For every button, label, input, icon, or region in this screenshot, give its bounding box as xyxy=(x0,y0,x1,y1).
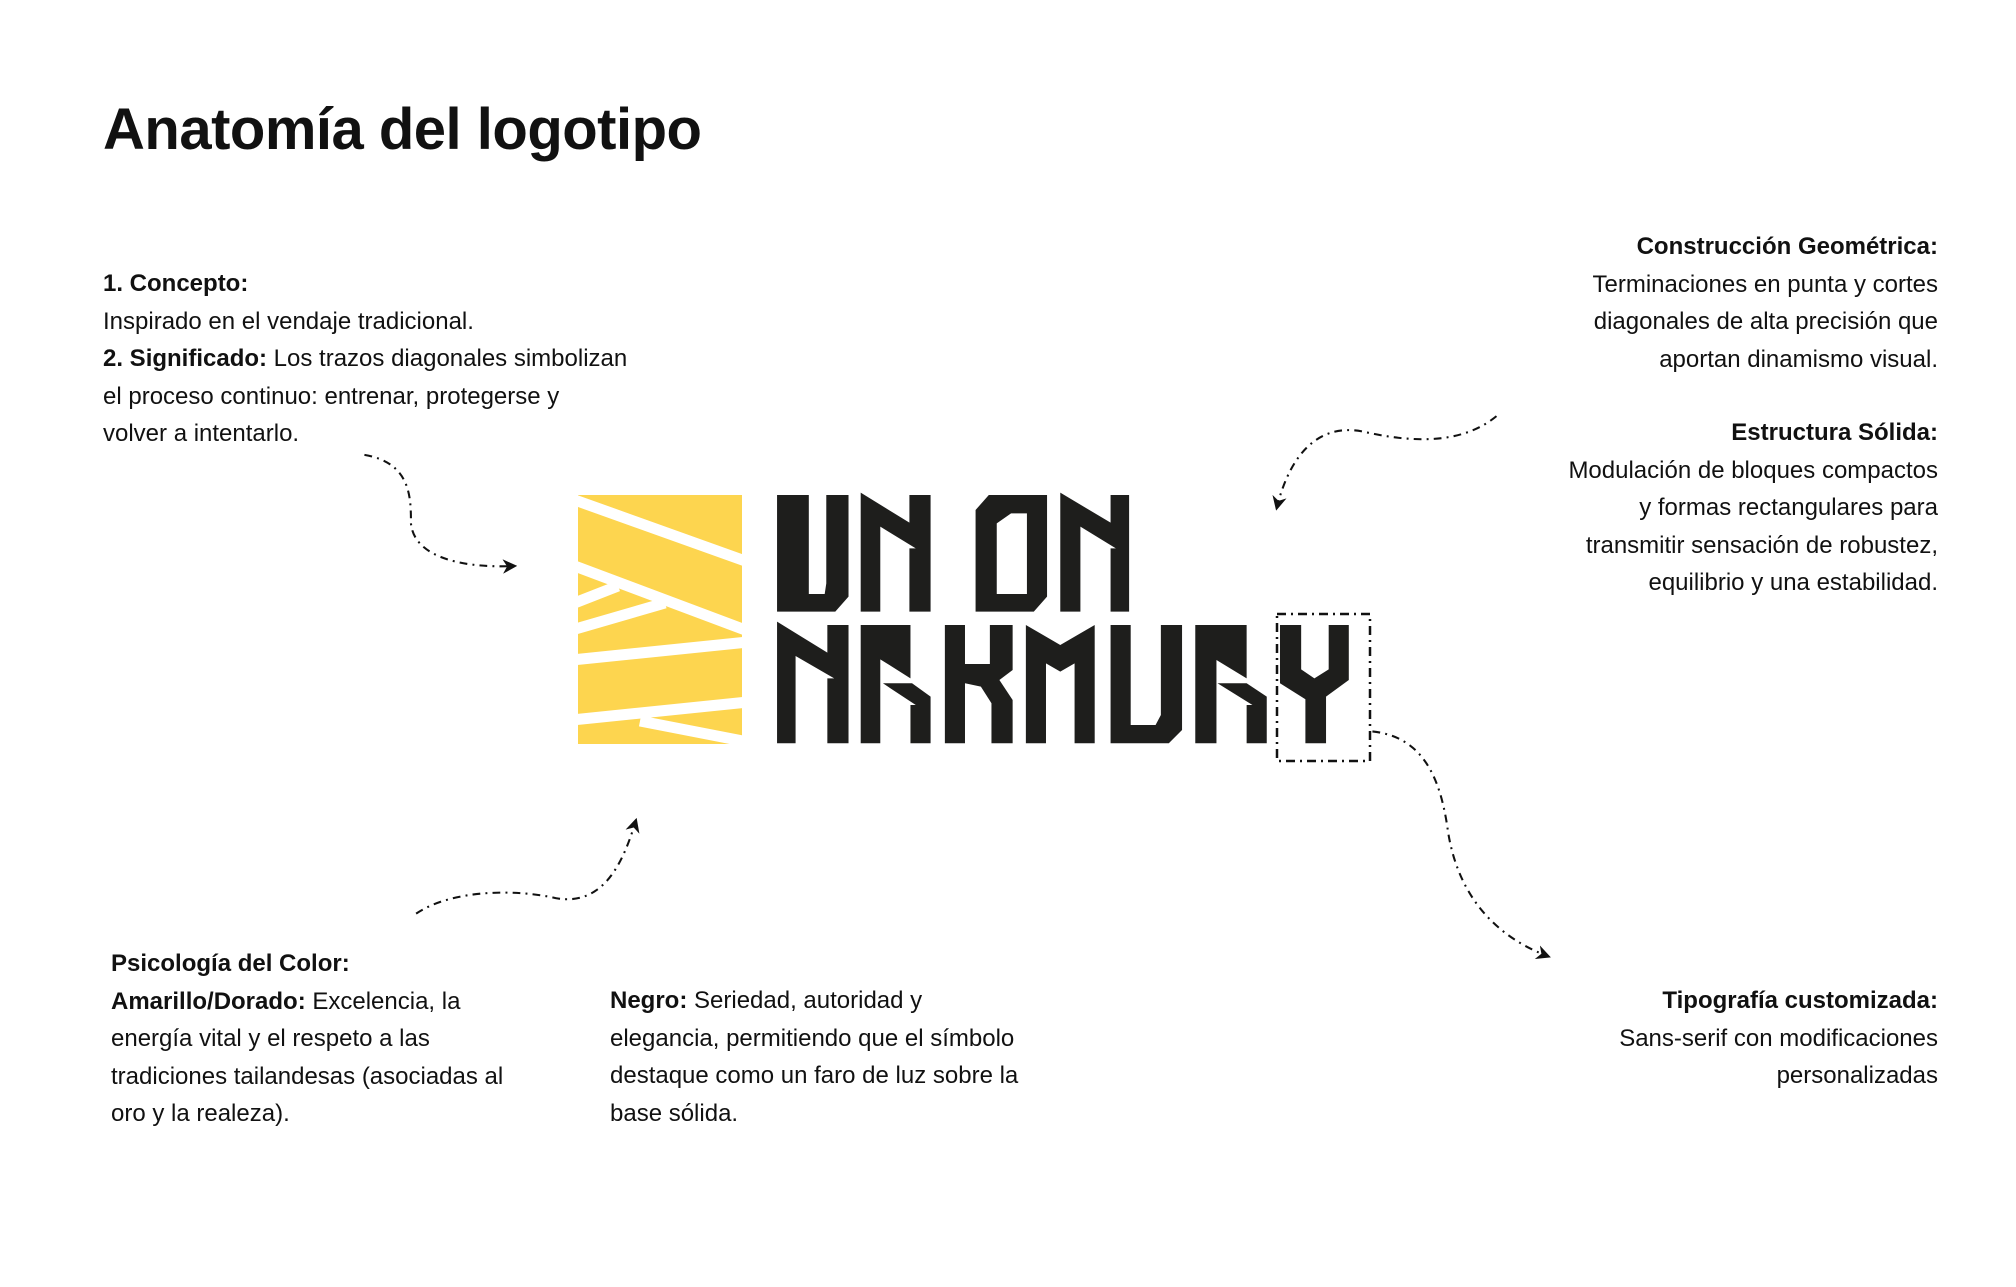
letter-y-highlight-box xyxy=(1275,612,1372,763)
structure-block: Estructura Sólida: Modulación de bloques… xyxy=(1568,414,1938,602)
black-color-block: Negro: Seriedad, autoridad y elegancia, … xyxy=(610,982,1018,1132)
black-text: Seriedad, autoridad y xyxy=(687,987,923,1014)
black-text: destaque como un faro de luz sobre la xyxy=(610,1062,1019,1089)
arrow-typography-icon xyxy=(1372,730,1551,960)
concept-text: Inspirado en el vendaje tradicional. xyxy=(103,307,474,335)
geometric-line: Terminaciones en punta y cortes xyxy=(1592,270,1938,298)
color-heading: Psicología del Color: xyxy=(111,950,350,977)
yellow-heading: Amarillo/Dorado: xyxy=(111,987,306,1015)
yellow-text: oro y la realeza). xyxy=(111,1100,290,1127)
typography-heading: Tipografía customizada: xyxy=(1662,987,1938,1014)
structure-line: Modulación de bloques compactos xyxy=(1568,456,1938,484)
geometric-block: Construcción Geométrica: Terminaciones e… xyxy=(1592,228,1938,378)
meaning-text-line: volver a intentarlo. xyxy=(103,420,300,447)
bandage-symbol-icon xyxy=(569,493,750,748)
black-text: elegancia, permitiendo que el símbolo xyxy=(610,1024,1015,1052)
black-text: base sólida. xyxy=(610,1099,739,1127)
structure-line: y formas rectangulares para xyxy=(1639,494,1938,521)
yellow-text: Excelencia, la xyxy=(305,987,461,1015)
typography-line: personalizadas xyxy=(1776,1062,1938,1089)
geometric-heading: Construcción Geométrica: xyxy=(1636,233,1938,260)
structure-line: equilibrio y una estabilidad. xyxy=(1648,569,1938,596)
typography-block: Tipografía customizada: Sans-serif con m… xyxy=(1619,982,1938,1095)
color-block: Psicología del Color: Amarillo/Dorado: E… xyxy=(111,945,503,1133)
arrow-concept-icon xyxy=(364,453,518,574)
typography-line: Sans-serif con modificaciones xyxy=(1619,1024,1938,1052)
concept-heading: 1. Concepto: xyxy=(103,270,249,297)
structure-heading: Estructura Sólida: xyxy=(1731,419,1938,446)
wordmark-union-nakmuay xyxy=(777,492,1349,744)
arrow-color-icon xyxy=(415,817,640,915)
arrow-geometric-icon xyxy=(1272,415,1498,511)
page-title: Anatomía del logotipo xyxy=(103,97,702,162)
yellow-text: tradiciones tailandesas (asociadas al xyxy=(111,1062,504,1090)
yellow-text: energía vital y el respeto a las xyxy=(111,1025,430,1052)
concept-block: 1. Concepto: Inspirado en el vendaje tra… xyxy=(103,265,627,453)
geometric-line: aportan dinamismo visual. xyxy=(1659,345,1938,373)
geometric-line: diagonales de alta precisión que xyxy=(1593,308,1938,335)
structure-line: transmitir sensación de robustez, xyxy=(1585,531,1938,559)
meaning-text-line: el proceso continuo: entrenar, protegers… xyxy=(103,382,560,410)
meaning-text: Los trazos diagonales simbolizan xyxy=(267,345,628,372)
meaning-heading: 2. Significado: xyxy=(103,345,268,372)
black-heading: Negro: xyxy=(610,987,688,1014)
